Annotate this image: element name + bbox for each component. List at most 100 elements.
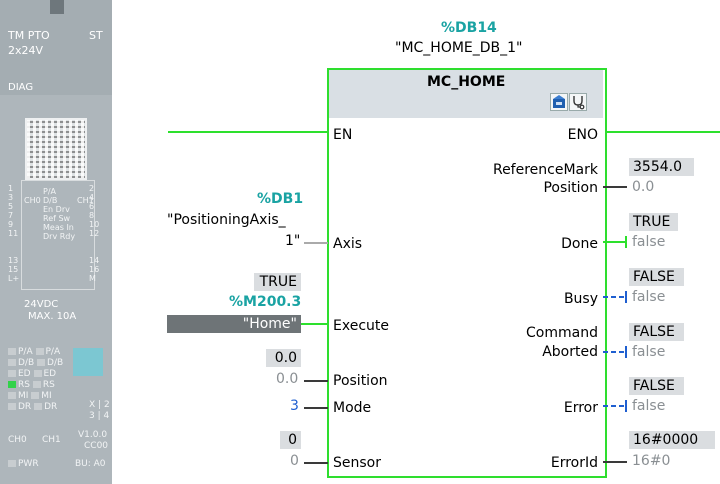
pin-number: 15 — [8, 265, 19, 274]
led-label: MI — [41, 391, 52, 401]
execute-tag[interactable]: "Home" — [167, 315, 301, 333]
pin-number: 14 — [89, 256, 100, 265]
firmware-version: V1.0.0 — [78, 430, 108, 440]
pin-done: Done — [561, 236, 598, 252]
pin-number: 4 — [89, 193, 95, 202]
mode-value[interactable]: 3 — [290, 398, 299, 414]
stethoscope-icon[interactable] — [569, 93, 587, 111]
error-monitor-value[interactable]: FALSE — [629, 377, 684, 395]
power-rail-in — [168, 131, 329, 133]
pin-signal-label: D/B — [43, 196, 58, 205]
led-icon — [8, 403, 16, 410]
pin-error: Error — [563, 400, 598, 416]
refmark-value[interactable]: 0.0 — [632, 179, 655, 195]
errorid-wire — [603, 461, 627, 463]
pin-signal-label: En Drv — [43, 205, 70, 214]
led-label: P/A — [45, 347, 61, 357]
axis-db-address[interactable]: %DB1 — [257, 191, 304, 207]
led-icon — [31, 392, 40, 399]
supply-label: 24VDC — [24, 299, 59, 310]
pin-signal-label: Ref Sw — [43, 214, 71, 223]
pin-signal-labels: P/A D/B En Drv Ref Sw Meas In Drv Rdy — [43, 187, 75, 241]
execute-monitor-value[interactable]: TRUE — [254, 273, 301, 291]
pin-number: 12 — [89, 229, 100, 238]
pin-number: 6 — [89, 202, 95, 211]
pin-signal-label: Drv Rdy — [43, 232, 76, 241]
errorid-value[interactable]: 16#0 — [632, 453, 671, 469]
x-label: X | 2 — [89, 400, 110, 410]
aborted-value[interactable]: false — [632, 344, 666, 360]
pin-errorid: ErrorId — [550, 455, 598, 471]
busy-wire — [603, 296, 626, 298]
busy-value[interactable]: false — [632, 289, 666, 305]
aborted-monitor-value[interactable]: FALSE — [629, 323, 684, 341]
sensor-value[interactable]: 0 — [290, 453, 299, 469]
refmark-wire — [603, 186, 627, 188]
led-label: DR — [18, 402, 32, 412]
axis-tag-line2[interactable]: 1" — [285, 233, 301, 249]
status-leds: P/A P/A D/B D/B ED ED RS RS MI MI DR DR — [8, 347, 63, 413]
pin-command-aborted-2: Aborted — [542, 344, 598, 360]
position-value[interactable]: 0.0 — [276, 371, 299, 387]
pwr-label: PWR — [18, 459, 39, 469]
pin-number: 1 — [8, 184, 14, 193]
pin-execute: Execute — [333, 318, 389, 334]
pin-mode: Mode — [333, 400, 372, 416]
pin-eno: ENO — [567, 127, 598, 143]
mc-home-block[interactable] — [327, 68, 607, 478]
axis-tag-line1[interactable]: "PositioningAxis_ — [167, 212, 286, 228]
led-label: MI — [18, 391, 29, 401]
pin-number: 9 — [8, 220, 14, 229]
terminal-diagram — [21, 180, 95, 290]
instance-icon[interactable] — [550, 93, 568, 111]
pin-referencemark-2: Position — [543, 180, 598, 196]
ch-row-right: CH1 — [42, 435, 61, 445]
done-monitor-value[interactable]: TRUE — [629, 213, 678, 231]
led-icon — [8, 392, 16, 399]
x-number: 2 — [103, 400, 110, 410]
mode-wire — [304, 407, 328, 409]
execute-address[interactable]: %M200.3 — [229, 294, 302, 310]
instance-db-name[interactable]: "MC_HOME_DB_1" — [395, 40, 523, 56]
led-icon — [34, 403, 43, 410]
instance-db-address[interactable]: %DB14 — [441, 20, 497, 36]
status-display — [73, 348, 103, 376]
pwr-led: PWR — [8, 460, 39, 469]
pin-number: 5 — [8, 202, 14, 211]
pin-axis: Axis — [333, 236, 363, 252]
cc-code: CC00 — [84, 441, 109, 451]
busy-monitor-value[interactable]: FALSE — [629, 268, 684, 286]
led-label: DR — [44, 402, 58, 412]
position-monitor-value[interactable]: 0.0 — [266, 349, 301, 367]
refmark-monitor-value[interactable]: 3554.0 — [629, 158, 694, 176]
error-wire — [603, 405, 626, 407]
module-variant: ST — [89, 29, 103, 42]
pin-number: L+ — [8, 274, 20, 283]
aborted-wire — [603, 351, 626, 353]
done-coil-bar — [625, 236, 627, 248]
led-row: MI MI — [8, 391, 63, 402]
diag-label: DIAG — [8, 82, 34, 93]
pin-signal-label: P/A — [43, 187, 56, 196]
pin-signal-label: Meas In — [43, 223, 74, 232]
led-icon — [8, 460, 16, 467]
ch1-label: CH1 — [77, 196, 94, 205]
error-value[interactable]: false — [632, 398, 666, 414]
module-latch — [50, 0, 64, 14]
done-value[interactable]: false — [632, 234, 666, 250]
pin-number: 7 — [8, 211, 14, 220]
sensor-wire — [304, 462, 328, 464]
led-icon — [8, 348, 16, 355]
ch-row-left: CH0 — [8, 435, 27, 445]
led-row: DR DR — [8, 402, 63, 413]
module-name: TM PTO — [8, 29, 50, 42]
pins-left: 1 3 5 7 9 11 13 15 L+ — [8, 184, 19, 283]
errorid-monitor-value[interactable]: 16#0000 — [629, 431, 715, 449]
led-icon — [8, 381, 16, 388]
led-row: P/A P/A — [8, 347, 63, 358]
sensor-monitor-value[interactable]: 0 — [280, 431, 301, 449]
pin-position: Position — [333, 373, 388, 389]
led-row: D/B D/B — [8, 358, 63, 369]
led-label: RS — [42, 380, 55, 390]
execute-wire — [301, 323, 329, 325]
